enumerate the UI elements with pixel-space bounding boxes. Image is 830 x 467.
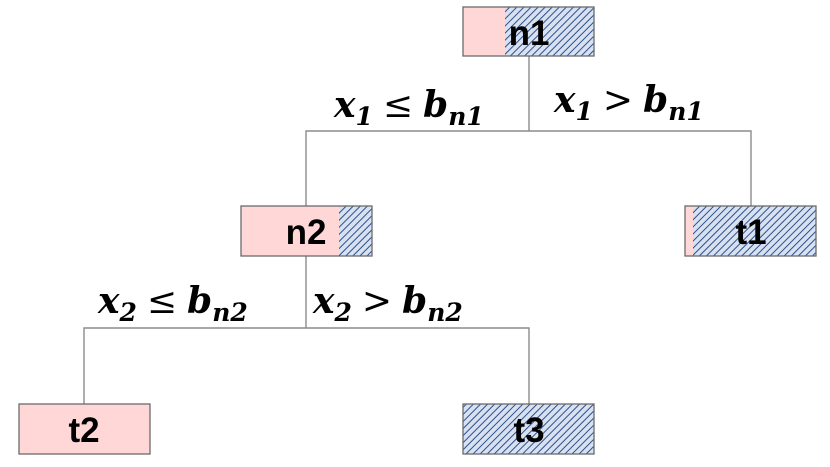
- split-label-n1-right: x1>bn1: [553, 79, 704, 126]
- node-n1-label: n1: [509, 14, 550, 53]
- node-n2-label: n2: [286, 213, 327, 252]
- node-n1-border: [462, 6, 595, 57]
- node-t2-class-a-segment: [19, 404, 150, 454]
- node-t2-label: t2: [68, 411, 99, 450]
- split-label-n2-left: x2≤bn2: [97, 280, 248, 327]
- node-t1-label: t1: [735, 213, 766, 252]
- node-n2-class-a-segment: [241, 206, 339, 256]
- edge-n1-children: [305, 130, 752, 206]
- node-n1-class-b-segment: [505, 7, 594, 56]
- edge-n2-children: [83, 327, 530, 404]
- split-label-n1-left: x1≤bn1: [333, 84, 484, 131]
- node-t3-class-b-segment: [463, 404, 594, 454]
- node-t3-label: t3: [513, 411, 544, 450]
- split-labels: x1≤bn1 x1>bn1 x2≤bn2 x2>bn2: [97, 79, 704, 327]
- node-n2: n2: [240, 205, 373, 257]
- node-t2-border: [18, 403, 151, 455]
- node-n1: n1: [462, 6, 595, 57]
- node-t1-class-a-segment: [685, 206, 693, 256]
- node-t2: t2: [18, 403, 151, 455]
- node-n2-border: [240, 205, 373, 257]
- node-n1-class-a-segment: [463, 7, 505, 56]
- node-n2-class-b-segment: [339, 206, 372, 256]
- node-t3-border: [462, 403, 595, 455]
- node-t1-border: [684, 205, 817, 257]
- node-t1-class-b-segment: [693, 206, 816, 256]
- tree-edges: [83, 56, 752, 404]
- node-t3: t3: [462, 403, 595, 455]
- node-t1: t1: [684, 205, 817, 257]
- split-label-n2-right: x2>bn2: [312, 280, 463, 327]
